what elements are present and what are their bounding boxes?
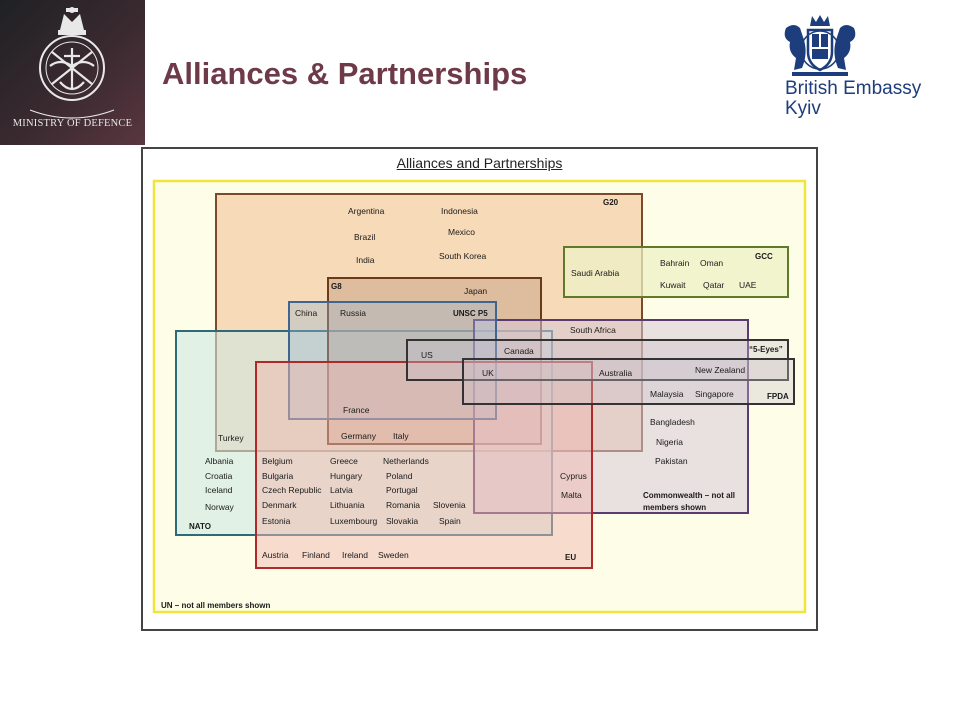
country-bahrain: Bahrain xyxy=(660,258,690,268)
unsc-p5-label: UNSC P5 xyxy=(453,309,488,318)
country-india: India xyxy=(356,255,375,265)
country-uae: UAE xyxy=(739,280,757,290)
country-norway: Norway xyxy=(205,502,235,512)
country-france: France xyxy=(343,405,370,415)
country-bangladesh: Bangladesh xyxy=(650,417,695,427)
country-uk: UK xyxy=(482,368,494,378)
country-latvia: Latvia xyxy=(330,485,353,495)
nato-label: NATO xyxy=(189,522,211,531)
country-russia: Russia xyxy=(340,308,366,318)
country-malaysia: Malaysia xyxy=(650,389,684,399)
country-singapore: Singapore xyxy=(695,389,734,399)
country-turkey: Turkey xyxy=(218,433,244,443)
country-hungary: Hungary xyxy=(330,471,363,481)
alliances-diagram: G20 GCC G8 UNSC P5 “5-Eyes” FPDA Commonw… xyxy=(141,147,818,631)
commonwealth-label-line2: members shown xyxy=(643,503,706,512)
country-albania: Albania xyxy=(205,456,234,466)
country-slovakia: Slovakia xyxy=(386,516,418,526)
group-fpda xyxy=(462,358,795,405)
country-estonia: Estonia xyxy=(262,516,291,526)
group-gcc xyxy=(563,246,789,298)
country-romania: Romania xyxy=(386,500,420,510)
embassy-name-line1: British Embassy xyxy=(785,78,922,99)
country-cyprus: Cyprus xyxy=(560,471,587,481)
five-eyes-label: “5-Eyes” xyxy=(749,345,783,354)
ministry-of-defence-logo: MINISTRY OF DEFENCE xyxy=(0,0,145,145)
country-poland: Poland xyxy=(386,471,413,481)
country-nigeria: Nigeria xyxy=(656,437,683,447)
country-belgium: Belgium xyxy=(262,456,293,466)
country-oman: Oman xyxy=(700,258,723,268)
country-luxembourg: Luxembourg xyxy=(330,516,378,526)
country-czech-republic: Czech Republic xyxy=(262,485,322,495)
country-qatar: Qatar xyxy=(703,280,724,290)
country-greece: Greece xyxy=(330,456,358,466)
country-mexico: Mexico xyxy=(448,227,475,237)
country-italy: Italy xyxy=(393,431,409,441)
country-bulgaria: Bulgaria xyxy=(262,471,293,481)
royal-coat-of-arms-icon xyxy=(784,15,856,76)
country-finland: Finland xyxy=(302,550,330,560)
commonwealth-label-line1: Commonwealth – not all xyxy=(643,491,735,500)
country-south-africa: South Africa xyxy=(570,325,616,335)
country-canada: Canada xyxy=(504,346,534,356)
country-slovenia: Slovenia xyxy=(433,500,466,510)
country-pakistan: Pakistan xyxy=(655,456,688,466)
embassy-name-line2: Kyiv xyxy=(785,98,821,119)
page-title: Alliances & Partnerships xyxy=(162,56,528,91)
country-brazil: Brazil xyxy=(354,232,375,242)
country-south-korea: South Korea xyxy=(439,251,487,261)
country-malta: Malta xyxy=(561,490,582,500)
un-label: UN – not all members shown xyxy=(161,601,270,610)
ministry-caption: MINISTRY OF DEFENCE xyxy=(12,118,133,129)
country-australia: Australia xyxy=(599,368,632,378)
country-kuwait: Kuwait xyxy=(660,280,686,290)
country-argentina: Argentina xyxy=(348,206,385,216)
country-china: China xyxy=(295,308,317,318)
country-croatia: Croatia xyxy=(205,471,233,481)
diagram-title: Alliances and Partnerships xyxy=(396,155,563,171)
country-netherlands: Netherlands xyxy=(383,456,429,466)
country-germany: Germany xyxy=(341,431,377,441)
country-denmark: Denmark xyxy=(262,500,297,510)
country-iceland: Iceland xyxy=(205,485,233,495)
eu-label: EU xyxy=(565,553,576,562)
country-portugal: Portugal xyxy=(386,485,418,495)
g20-label: G20 xyxy=(603,198,619,207)
country-indonesia: Indonesia xyxy=(441,206,478,216)
country-saudi-arabia: Saudi Arabia xyxy=(571,268,619,278)
mod-crest-icon xyxy=(29,7,115,119)
country-sweden: Sweden xyxy=(378,550,409,560)
gcc-label: GCC xyxy=(755,252,773,261)
country-spain: Spain xyxy=(439,516,461,526)
group-eu xyxy=(255,361,593,569)
country-japan: Japan xyxy=(464,286,487,296)
country-ireland: Ireland xyxy=(342,550,368,560)
alliances-venn-diagram: G20 GCC G8 UNSC P5 “5-Eyes” FPDA Commonw… xyxy=(152,179,807,614)
fpda-label: FPDA xyxy=(767,392,789,401)
country-new-zealand: New Zealand xyxy=(695,365,745,375)
country-us: US xyxy=(421,350,433,360)
country-austria: Austria xyxy=(262,550,289,560)
embassy-name: British Embassy Kyiv xyxy=(785,79,921,119)
g8-label: G8 xyxy=(331,282,342,291)
country-lithuania: Lithuania xyxy=(330,500,365,510)
